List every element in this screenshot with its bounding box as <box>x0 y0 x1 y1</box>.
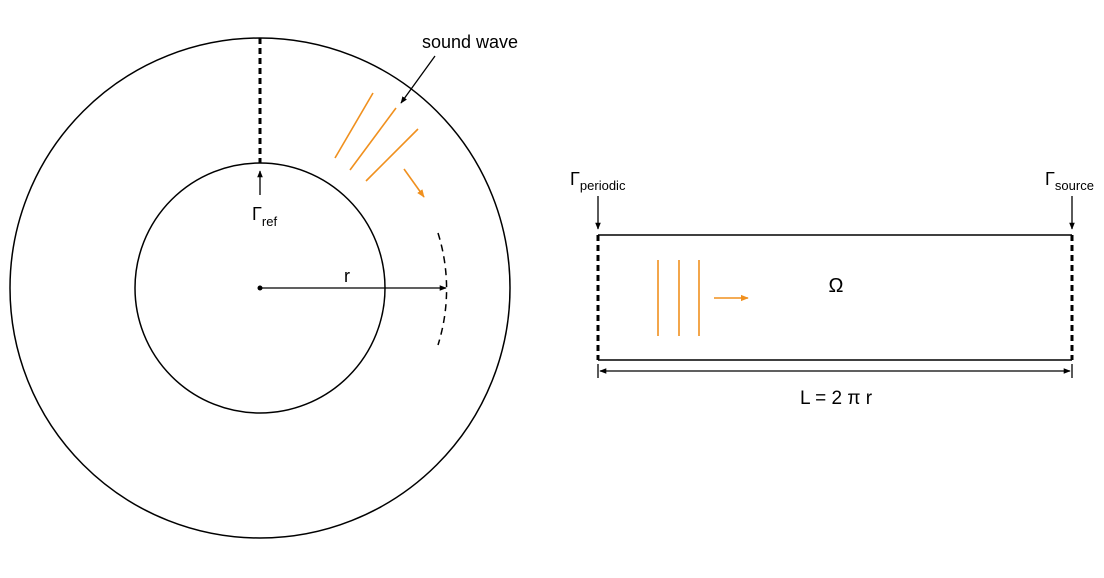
gamma-ref-label: Γref <box>252 204 277 229</box>
omega-label: Ω <box>829 275 844 297</box>
gamma-periodic-subscript: periodic <box>580 178 626 193</box>
center-point <box>257 285 263 291</box>
gamma-periodic-label: Γperiodic <box>570 169 626 193</box>
sound-wave-pointer-arrow <box>400 55 436 104</box>
gamma-ref-subscript: ref <box>262 214 278 229</box>
sound-wave-label: sound wave <box>422 32 518 52</box>
gamma-ref-symbol: Γ <box>252 204 262 224</box>
wave-front <box>334 92 374 159</box>
length-label: L = 2 π r <box>800 388 873 409</box>
wave-front <box>349 107 397 171</box>
rectangle-diagram: Γperiodic Γsource Ω L = 2 π r <box>570 169 1094 409</box>
gamma-source-subscript: source <box>1055 178 1094 193</box>
gamma-source-label: Γsource <box>1045 169 1094 193</box>
wave-front <box>365 128 419 182</box>
annulus-diagram: Γref r sound wave <box>9 32 518 539</box>
radius-label: r <box>344 266 350 286</box>
gamma-source-symbol: Γ <box>1045 169 1055 189</box>
gamma-periodic-symbol: Γ <box>570 169 580 189</box>
wave-direction-arrow <box>403 168 425 198</box>
radius-dashed-arc <box>437 232 448 346</box>
